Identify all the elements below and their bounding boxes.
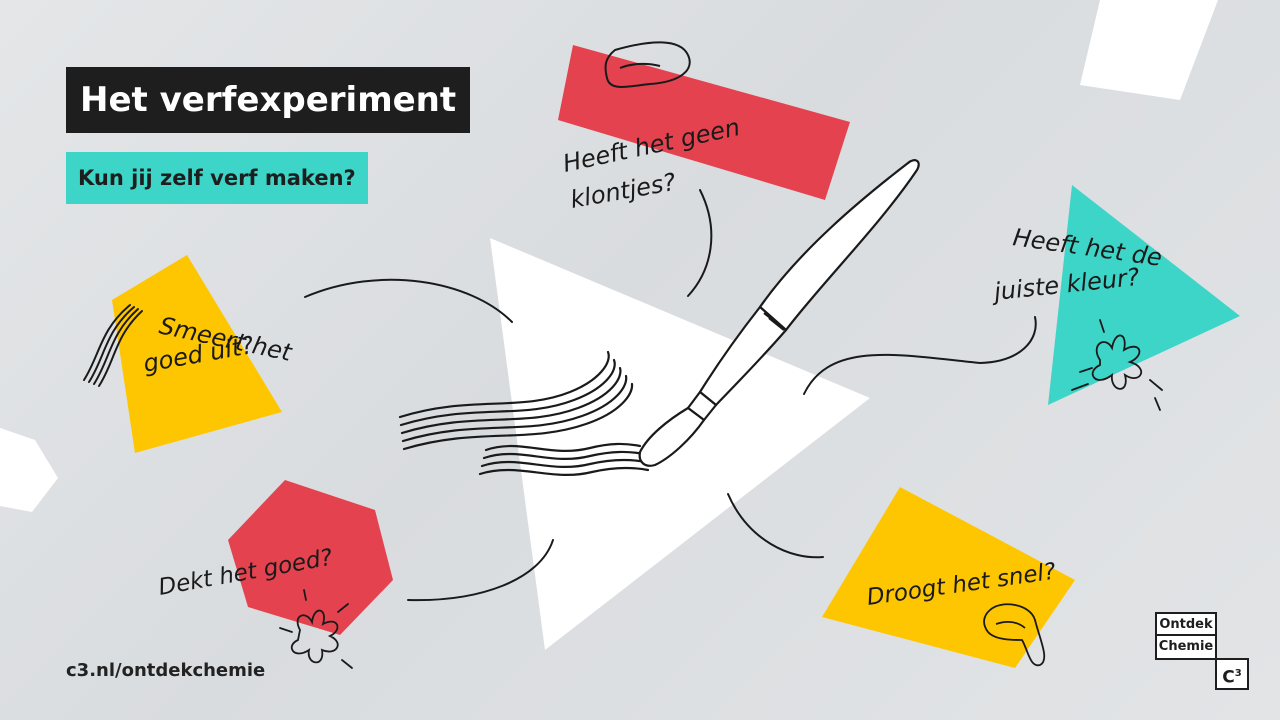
logo-c3-mark: C3 [1215,658,1249,690]
paint-splash-icon-2 [279,589,353,669]
page-subtitle: Kun jij zelf verf maken? [66,152,368,204]
paint-strokes-icon [398,350,650,476]
paint-streak-icon [83,304,143,387]
connector-right-color [803,316,1037,395]
bg-white-shape-left [0,428,58,512]
logo-mark-sup: 3 [1234,668,1242,679]
bg-white-shape-top-right [1080,0,1218,100]
logo-line1: Ontdek [1155,612,1217,638]
page-title: Het verfexperiment [66,67,471,133]
question-no-lumps-line2: klontjes? [568,168,678,214]
logo-mark-letter: C [1222,667,1235,688]
paint-drip-icon [983,603,1046,667]
logo-line2: Chemie [1155,634,1217,660]
yellow-quad-left [112,255,282,453]
connector-spreads [304,278,513,323]
connector-covers [407,539,554,602]
red-rectangle [558,45,850,200]
paint-splash-icon [1071,319,1163,411]
connector-dries [727,493,824,559]
red-hexagon [228,480,393,635]
ontdek-chemie-logo: Ontdek Chemie C3 [1155,612,1249,690]
paint-blob-icon [604,41,691,88]
footer-url[interactable]: c3.nl/ontdekchemie [66,660,266,681]
paintbrush-icon [638,159,920,467]
connector-no-lumps [687,189,713,297]
